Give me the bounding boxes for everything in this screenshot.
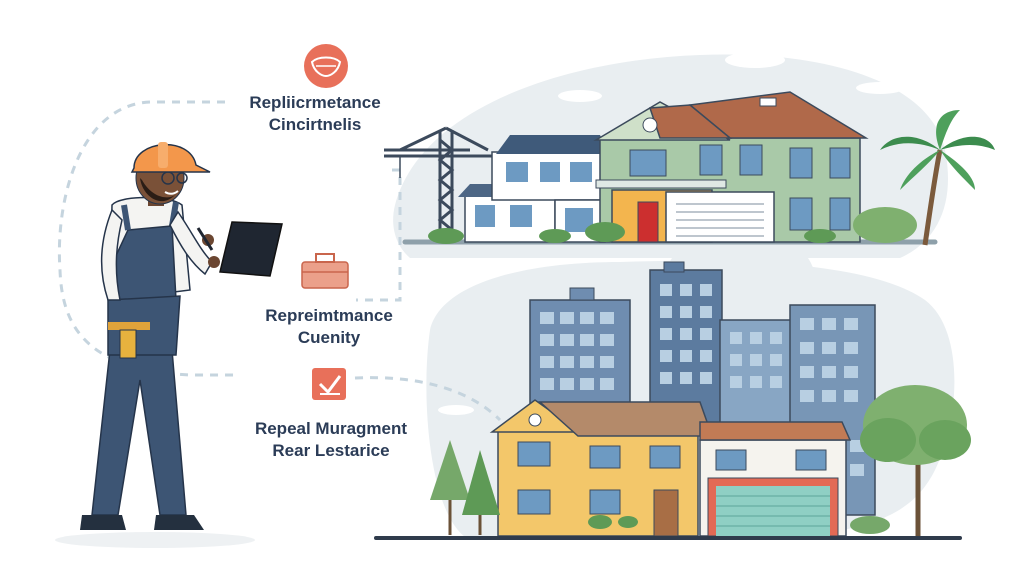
callout-3-line-1: Repeal Muragment	[254, 419, 408, 438]
callout-2-line-2: Cuenity	[297, 328, 361, 347]
callout-3-line-2: Rear Lestarice	[272, 441, 390, 460]
callout-label-1: Repliicrmetance Cincirtnelis	[222, 92, 408, 136]
callout-2-line-1: Repreimtmance	[265, 306, 393, 325]
worker-figure	[55, 142, 283, 548]
office-buildings	[529, 261, 876, 516]
trees-bottom	[430, 385, 971, 538]
callout-label-3: Repeal Muragment Rear Lestarice	[238, 418, 424, 462]
callout-1-line-1: Repliicrmetance	[249, 93, 381, 112]
toolbox-icon	[301, 253, 349, 289]
green-house	[593, 91, 869, 243]
bushes-top	[428, 207, 917, 244]
checkbox-icon	[312, 368, 346, 400]
callout-label-2: Repreimtmance Cuenity	[236, 305, 422, 349]
shield-badge-icon	[304, 44, 348, 88]
construction-crane	[384, 126, 492, 242]
townhouse-row	[489, 399, 852, 537]
callout-1-line-2: Cincirtnelis	[268, 115, 362, 134]
palm-tree	[880, 110, 995, 246]
